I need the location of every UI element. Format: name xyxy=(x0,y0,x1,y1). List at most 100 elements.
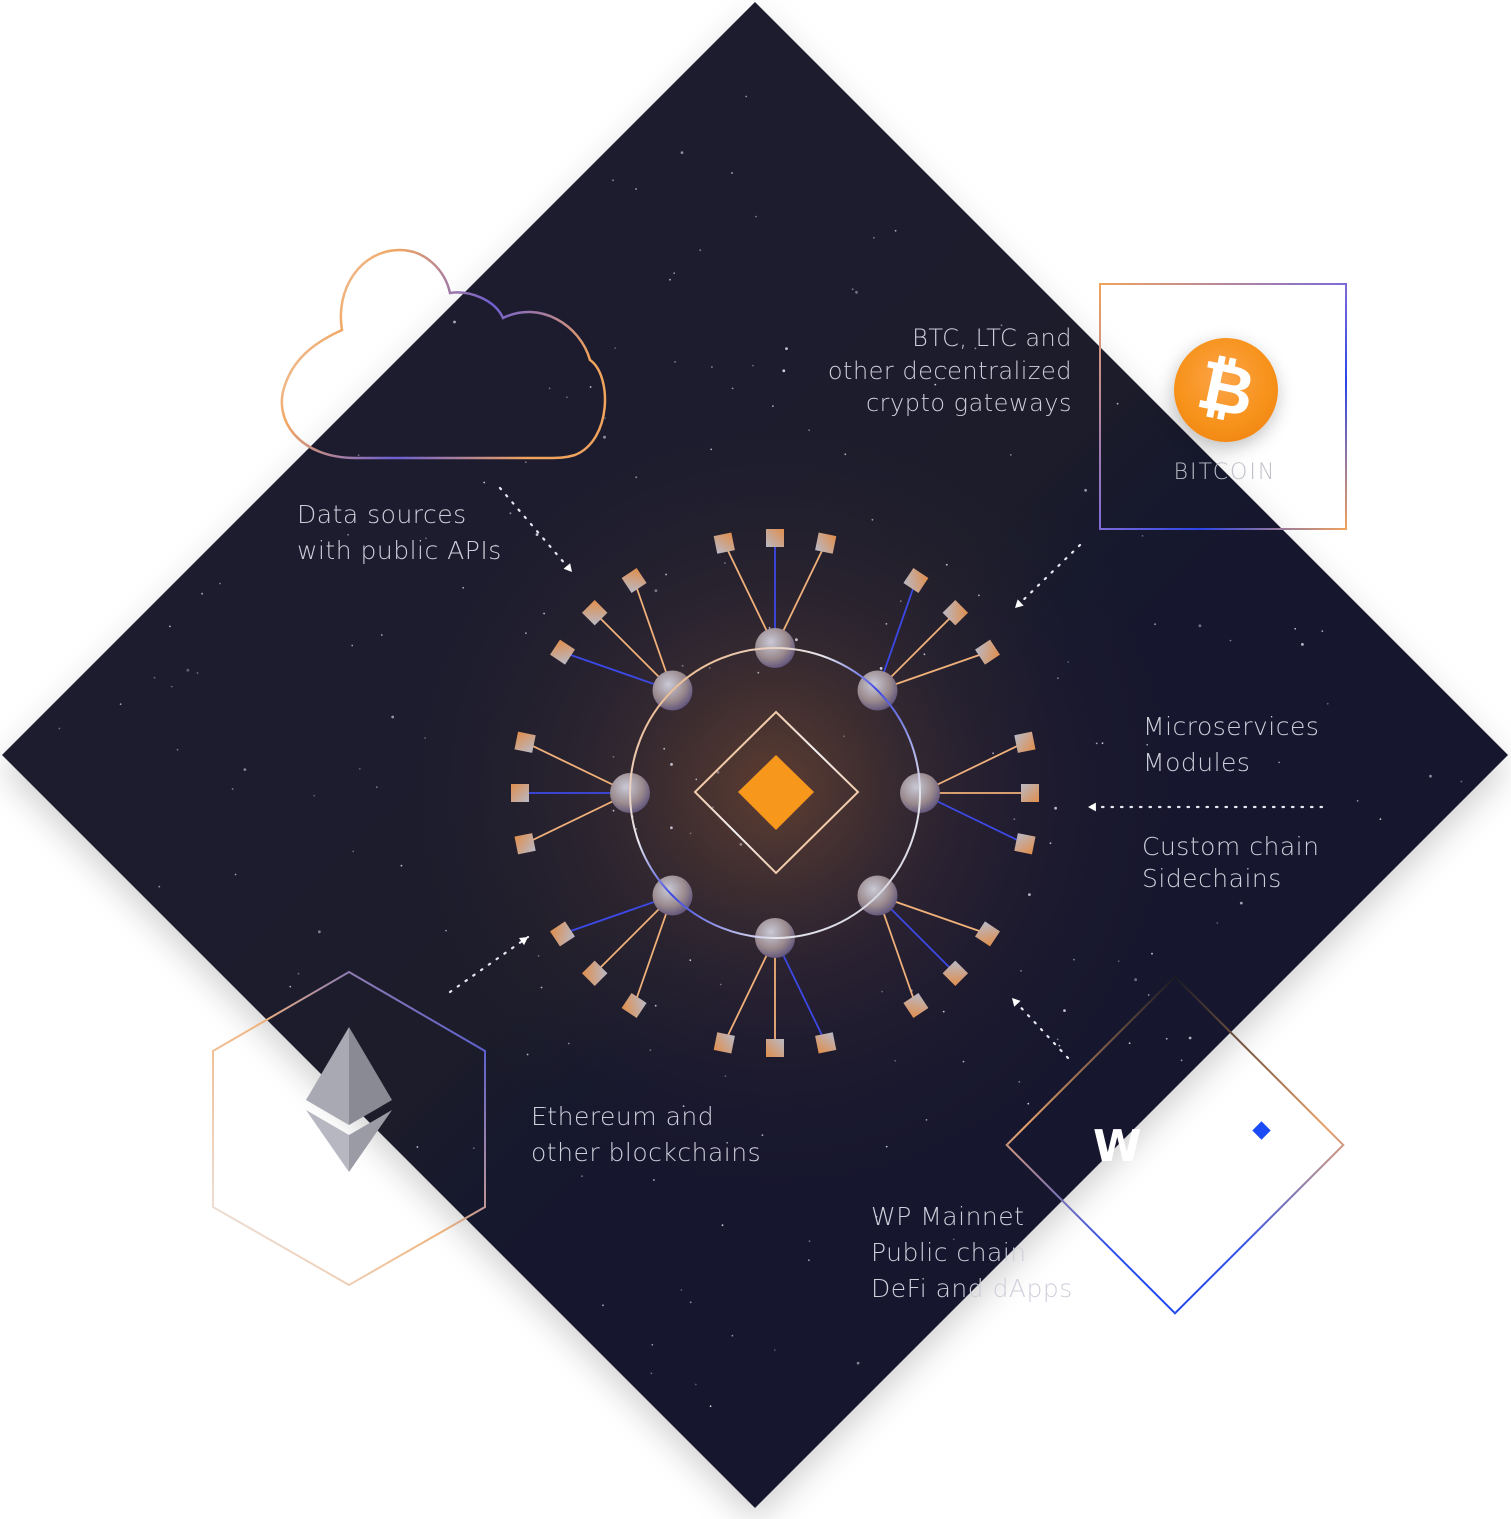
star xyxy=(842,735,845,738)
star xyxy=(1229,639,1232,642)
label-ethereum: Ethereum and other blockchains xyxy=(531,1099,761,1171)
star xyxy=(201,592,204,595)
star xyxy=(445,929,447,932)
star xyxy=(894,1059,897,1062)
star xyxy=(243,768,247,771)
star xyxy=(1141,535,1144,537)
star xyxy=(945,563,948,566)
star xyxy=(543,612,545,615)
star xyxy=(885,623,888,625)
star xyxy=(731,1334,734,1337)
dotted-arrow-line xyxy=(1010,996,1070,1060)
star xyxy=(1460,780,1463,783)
leaf-node xyxy=(713,532,735,554)
star xyxy=(234,873,237,876)
star xyxy=(635,828,638,830)
star xyxy=(761,1134,764,1136)
leaf-node xyxy=(713,1032,735,1054)
leaf-node xyxy=(550,921,575,947)
star xyxy=(612,179,614,182)
star xyxy=(1198,624,1202,628)
star xyxy=(535,533,539,536)
star xyxy=(462,586,465,589)
star xyxy=(808,429,810,432)
star xyxy=(851,288,854,291)
star xyxy=(219,582,221,585)
label-line: Public chain xyxy=(871,1238,1027,1267)
leaf-node xyxy=(1014,833,1036,855)
star xyxy=(566,396,568,399)
star xyxy=(635,476,638,479)
star xyxy=(739,843,743,846)
star xyxy=(757,671,760,674)
star xyxy=(1020,970,1022,972)
star xyxy=(524,461,527,463)
label-line: with public APIs xyxy=(297,536,502,565)
star xyxy=(881,990,883,993)
star xyxy=(709,1405,712,1408)
leaf-node xyxy=(581,960,608,987)
star xyxy=(885,1145,888,1148)
leaf-node xyxy=(621,568,647,593)
leaf-node xyxy=(766,529,784,547)
star xyxy=(186,668,190,672)
star xyxy=(1057,677,1059,680)
arrow-head xyxy=(1088,802,1096,812)
label-line: Data sources xyxy=(297,500,467,529)
star xyxy=(537,955,540,957)
star xyxy=(544,1106,547,1109)
star xyxy=(1058,1044,1061,1047)
star xyxy=(526,1053,529,1056)
hub-ring xyxy=(629,647,921,939)
star xyxy=(567,1042,570,1045)
star xyxy=(347,533,349,536)
star xyxy=(663,747,666,750)
star xyxy=(1326,702,1329,705)
leaf-node xyxy=(815,1032,837,1054)
label-line: Sidechains xyxy=(1142,864,1282,893)
star xyxy=(424,737,426,739)
arrow-head xyxy=(1012,998,1021,1007)
star xyxy=(509,512,512,515)
wp-logo-icon: W xyxy=(1093,1121,1143,1172)
star xyxy=(169,625,171,628)
star xyxy=(680,151,684,155)
star xyxy=(689,832,692,835)
star xyxy=(1216,922,1219,924)
star xyxy=(923,653,926,656)
star xyxy=(721,1224,724,1227)
star xyxy=(614,347,617,349)
dotted-arrow-line xyxy=(448,935,530,994)
star xyxy=(669,278,671,281)
leaf-node xyxy=(903,993,929,1018)
star xyxy=(170,685,173,688)
leaf-node xyxy=(550,639,575,665)
star xyxy=(540,986,543,989)
star xyxy=(844,453,847,456)
leaf-node xyxy=(975,639,1000,665)
star xyxy=(119,703,122,706)
star xyxy=(699,249,702,252)
star xyxy=(153,676,156,679)
star xyxy=(680,1289,683,1291)
bitcoin-card: ₿ BITCOIN xyxy=(1099,283,1347,530)
label-wp-mainnet: WP Mainnet Public chain DeFi and dApps xyxy=(871,1199,1073,1307)
star xyxy=(1049,842,1052,845)
star xyxy=(894,229,897,232)
star xyxy=(681,664,684,667)
star xyxy=(978,594,980,597)
star xyxy=(375,786,378,789)
star xyxy=(602,1304,604,1307)
ethereum-hexagon xyxy=(212,970,486,1287)
cloud-icon xyxy=(280,248,607,460)
star xyxy=(1018,1081,1021,1083)
star xyxy=(1151,952,1153,955)
star xyxy=(731,387,734,390)
star xyxy=(795,638,798,642)
star xyxy=(808,1240,811,1243)
star xyxy=(752,364,754,367)
dotted-arrow-line xyxy=(1013,543,1082,610)
star xyxy=(731,172,733,174)
star xyxy=(1054,806,1057,810)
star xyxy=(1027,1102,1030,1105)
